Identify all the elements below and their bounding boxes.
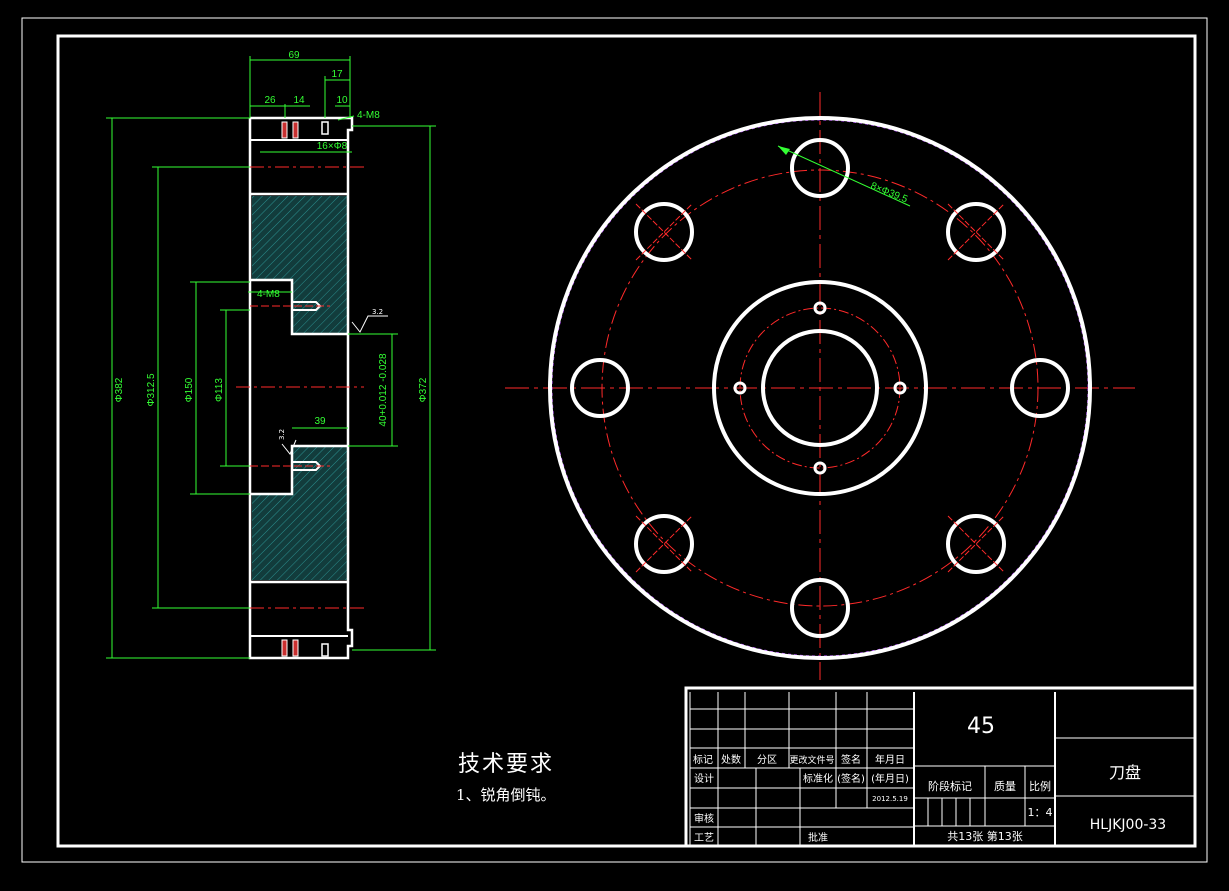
roughness-1: 3.2	[372, 308, 383, 316]
dim-14: 14	[293, 95, 305, 106]
note-b: 4-M8	[257, 289, 280, 300]
sheet-count: 共13张 第13张	[947, 829, 1023, 843]
hub-circle	[712, 280, 928, 496]
dim-312-5: Φ312.5	[146, 373, 157, 406]
dim-382: Φ382	[114, 377, 125, 402]
approve-label: 批准	[808, 831, 828, 844]
weight-label: 质量	[994, 780, 1016, 793]
front-view: 8×Φ39.5	[505, 92, 1135, 680]
date-value: 2012.5.19	[872, 795, 908, 803]
hatch-upper-lines	[252, 196, 348, 279]
dim-thread: 16×Φ8	[317, 141, 348, 152]
outer-circle	[548, 116, 1092, 660]
title-block	[684, 686, 1197, 848]
review-label: 审核	[694, 812, 714, 825]
scale-label: 比例	[1029, 779, 1051, 793]
inner-border	[56, 34, 1197, 848]
large-holes	[570, 138, 1070, 638]
sign-label: (签名)	[837, 772, 865, 785]
dim-26: 26	[264, 95, 276, 106]
small-holes	[733, 301, 907, 475]
standard-label: 标准化	[803, 772, 833, 785]
part-name: 刀盘	[1109, 763, 1141, 782]
outer-border	[21, 17, 1208, 863]
holes-label: 8×Φ39.5	[869, 181, 910, 206]
header-date: 年月日	[875, 753, 905, 766]
material: 45	[967, 714, 995, 739]
process-label: 工艺	[694, 832, 714, 844]
small-bolt-circle	[739, 307, 901, 469]
dim-150: Φ150	[184, 377, 195, 402]
dim-bore: 40+0.012 -0.028	[378, 353, 389, 427]
header-zone: 分区	[757, 754, 777, 766]
dim-39: 39	[314, 416, 326, 427]
dim-113: Φ113	[214, 378, 225, 402]
dim-69: 69	[288, 50, 300, 61]
header-change-doc: 更改文件号	[789, 754, 834, 766]
stage-label: 阶段标记	[928, 779, 972, 793]
scale-value: 1：4	[1028, 806, 1053, 819]
section-view: 69 17 26 14 10 16×Φ8 4-M8 Φ382 Φ312.5 Φ1…	[106, 50, 436, 660]
dim-10: 10	[336, 95, 348, 106]
ymd-label: (年月日)	[871, 772, 909, 785]
design-label: 设计	[694, 772, 714, 785]
note-a: 4-M8	[357, 110, 380, 121]
bore-circle	[761, 329, 879, 447]
header-count: 处数	[721, 753, 741, 766]
header-mark: 标记	[693, 754, 713, 766]
roughness-2: 3.2	[278, 429, 286, 440]
bolt-circle	[601, 169, 1039, 607]
dim-372: Φ372	[418, 377, 429, 402]
technical-requirement-1: 1、锐角倒钝。	[456, 786, 556, 804]
drawing-number: HLJKJ00-33	[1090, 817, 1166, 833]
technical-requirements-title: 技术要求	[458, 752, 555, 777]
title-block-text: 45 刀盘 HLJKJ00-33 阶段标记 质量 比例 1：4 共13张 第13…	[693, 714, 1166, 844]
header-signature: 签名	[841, 753, 861, 766]
dim-17: 17	[331, 69, 343, 80]
